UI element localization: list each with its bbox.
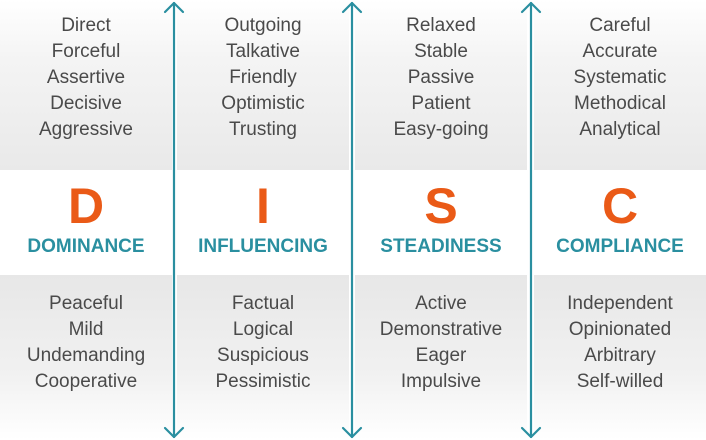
trait: Careful xyxy=(589,15,651,36)
column-influencing: Outgoing Talkative Friendly Optimistic T… xyxy=(177,0,349,440)
high-traits-list: Relaxed Stable Passive Patient Easy-goin… xyxy=(393,13,488,143)
trait: Easy-going xyxy=(393,119,489,140)
high-traits-list: Direct Forceful Assertive Decisive Aggre… xyxy=(39,13,133,143)
column-dominance: Direct Forceful Assertive Decisive Aggre… xyxy=(0,0,172,440)
trait: Impulsive xyxy=(400,370,482,392)
low-traits-block: Peaceful Mild Undemanding Cooperative xyxy=(0,275,172,440)
disc-letter: C xyxy=(601,178,639,234)
low-traits-list: Active Demonstrative Eager Impulsive xyxy=(380,291,503,395)
trait: Demonstrative xyxy=(379,318,503,340)
trait: Logical xyxy=(232,318,294,340)
disc-letter: I xyxy=(256,178,270,234)
trait: Forceful xyxy=(51,41,121,62)
trait: Stable xyxy=(414,41,468,62)
high-traits-block: Direct Forceful Assertive Decisive Aggre… xyxy=(0,0,172,170)
high-traits-block: Relaxed Stable Passive Patient Easy-goin… xyxy=(355,0,527,170)
disc-label: DOMINANCE xyxy=(27,236,145,257)
low-traits-list: Factual Logical Suspicious Pessimistic xyxy=(215,291,310,395)
disc-letter: S xyxy=(424,178,458,234)
trait: Relaxed xyxy=(406,15,476,36)
low-traits-block: Factual Logical Suspicious Pessimistic xyxy=(177,275,349,440)
trait: Eager xyxy=(415,344,467,366)
trait: Suspicious xyxy=(217,344,309,366)
disc-label: INFLUENCING xyxy=(198,236,328,257)
column-compliance: Careful Accurate Systematic Methodical A… xyxy=(534,0,706,440)
trait: Accurate xyxy=(582,41,658,62)
trait: Decisive xyxy=(50,93,122,114)
trait: Systematic xyxy=(573,67,667,88)
trait: Independent xyxy=(567,292,673,314)
column-steadiness: Relaxed Stable Passive Patient Easy-goin… xyxy=(355,0,527,440)
low-traits-block: Active Demonstrative Eager Impulsive xyxy=(355,275,527,440)
trait: Arbitrary xyxy=(584,344,656,366)
trait: Friendly xyxy=(229,67,297,88)
trait: Mild xyxy=(68,318,104,340)
disc-letter: D xyxy=(67,178,105,234)
trait: Outgoing xyxy=(224,15,302,36)
trait: Factual xyxy=(231,292,295,314)
trait: Aggressive xyxy=(39,119,133,140)
trait: Cooperative xyxy=(34,370,138,392)
trait: Opinionated xyxy=(568,318,672,340)
trait: Talkative xyxy=(226,41,300,62)
trait: Passive xyxy=(407,67,475,88)
trait: Analytical xyxy=(579,119,661,140)
high-traits-block: Outgoing Talkative Friendly Optimistic T… xyxy=(177,0,349,170)
trait: Pessimistic xyxy=(215,370,311,392)
disc-label: STEADINESS xyxy=(380,236,502,257)
trait: Patient xyxy=(411,93,471,114)
high-traits-block: Careful Accurate Systematic Methodical A… xyxy=(534,0,706,170)
trait: Direct xyxy=(61,15,111,36)
trait: Peaceful xyxy=(49,292,123,314)
high-traits-list: Outgoing Talkative Friendly Optimistic T… xyxy=(221,13,304,143)
trait: Active xyxy=(415,292,467,314)
trait: Optimistic xyxy=(221,93,305,114)
high-traits-list: Careful Accurate Systematic Methodical A… xyxy=(574,13,667,143)
low-traits-block: Independent Opinionated Arbitrary Self-w… xyxy=(534,275,706,440)
low-traits-list: Independent Opinionated Arbitrary Self-w… xyxy=(567,291,673,395)
low-traits-list: Peaceful Mild Undemanding Cooperative xyxy=(27,291,145,395)
trait: Assertive xyxy=(46,67,126,88)
disc-label: COMPLIANCE xyxy=(556,236,684,257)
trait: Self-willed xyxy=(576,370,664,392)
trait: Undemanding xyxy=(26,344,146,366)
trait: Trusting xyxy=(229,119,297,140)
trait: Methodical xyxy=(574,93,666,114)
